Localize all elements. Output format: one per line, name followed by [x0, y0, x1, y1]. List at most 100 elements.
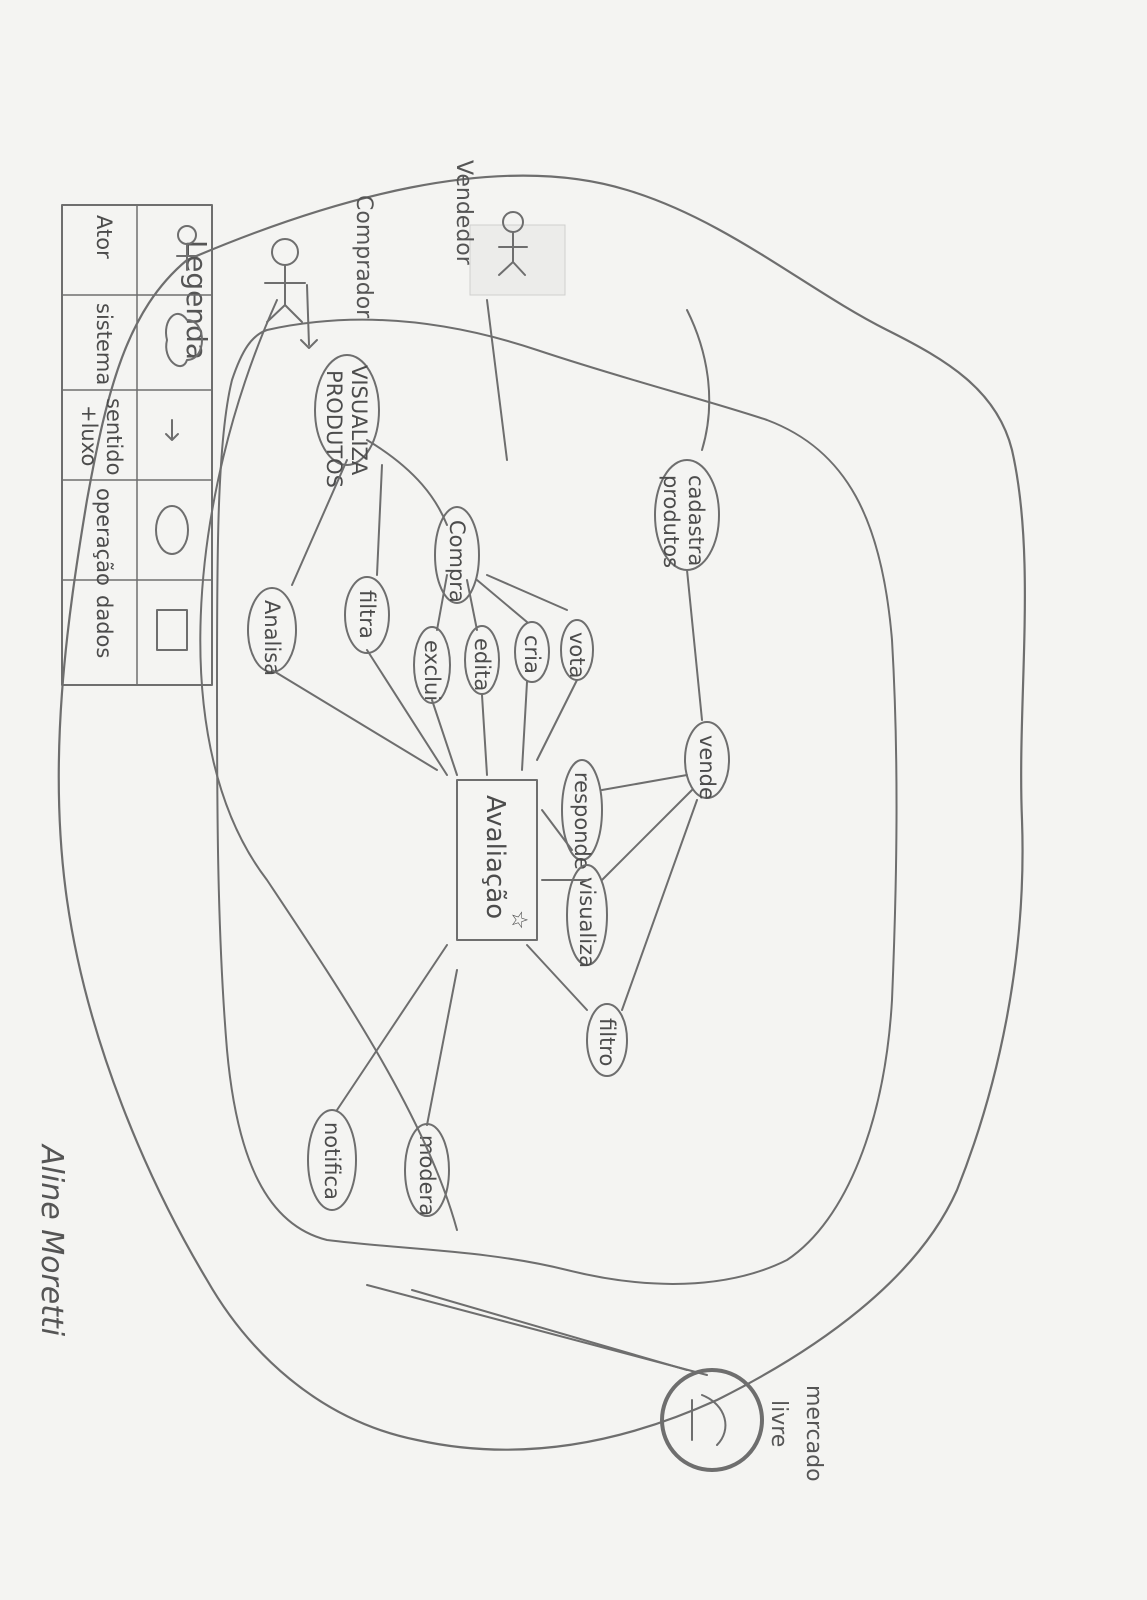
legend-actor-body [176, 243, 198, 271]
op-compra: Compra [434, 506, 480, 604]
legend-title: Legenda [180, 240, 213, 360]
legend-label-sentido: sentido [102, 398, 126, 475]
star-icon: ☆ [506, 910, 531, 930]
op-notifica-label: notifica [320, 1122, 344, 1200]
comprador-body [264, 264, 306, 323]
legend-label-dados: dados [92, 595, 116, 658]
arrow-notifica-avaliacao [336, 944, 448, 1111]
op-analisa-label: Analisa [260, 600, 284, 676]
arrow-system-modera [411, 1289, 688, 1371]
legend-ellipse-icon [155, 505, 189, 555]
op-cadastra-produtos-line2: produtos [659, 475, 683, 568]
op-responde-shape [561, 759, 603, 861]
op-analisa: Analisa [247, 587, 297, 676]
arrow-visualiza-compra [366, 439, 448, 526]
legend-rectangle-icon [156, 609, 188, 651]
arrow-cria-avaliacao [521, 681, 528, 771]
vendedor-sticky-note [469, 224, 566, 296]
inner-system-boundary [216, 318, 898, 1285]
op-visualiza-produtos-line1: VISUALIZA [347, 365, 371, 476]
arrow-responde-avaliacao [541, 809, 573, 851]
op-edita-label: edita [470, 638, 494, 691]
arrow-visualiza-filtra [376, 464, 383, 576]
legend-label-operacao: operação [92, 488, 116, 586]
mercado-livre-system: mercado livre [660, 1368, 826, 1482]
comprador-label: Comprador [351, 195, 376, 319]
legend: Legenda Ator sistema sentido +luxo opera… [61, 204, 213, 686]
legend-label-ator: Ator [92, 215, 116, 259]
op-compra-label: Compra [445, 520, 469, 603]
op-visualiza-shape [566, 864, 608, 966]
arrow-comprador-loop [199, 299, 458, 1231]
op-notifica: notifica [307, 1109, 357, 1211]
system-name-line1: mercado [801, 1385, 826, 1482]
op-compra-shape [434, 506, 480, 604]
op-exclui-label: exclui [420, 640, 444, 701]
signature: Aline Moretti [34, 1143, 69, 1337]
vendedor-body [498, 231, 528, 276]
op-responde: responde [561, 759, 603, 870]
arrow-compra-cria [476, 579, 528, 623]
vendedor-actor: Vendedor [451, 160, 566, 296]
data-avaliacao-box [456, 779, 538, 941]
op-analisa-shape [247, 587, 297, 673]
op-cadastra-produtos-line1: cadastra [684, 475, 708, 566]
arrow-cadastra-vendedor [686, 309, 711, 451]
mercado-livre-logo [660, 1368, 764, 1472]
op-vende-label: vende [695, 735, 719, 800]
arrow-visualiza-analisa [291, 459, 348, 586]
arrow-vende-filtro [621, 799, 698, 1011]
op-responde-label: responde [570, 772, 594, 870]
op-cria: cria [514, 621, 550, 683]
legend-label-fluxo: +luxo [77, 405, 101, 466]
op-filtro-label: filtro [595, 1018, 619, 1066]
op-cria-shape [514, 621, 550, 683]
op-vota-label: vota [565, 632, 589, 678]
data-avaliacao: Avaliação ☆ [456, 779, 538, 941]
legend-cloud-icon [165, 312, 203, 368]
arrow-modera-avaliacao [426, 969, 458, 1126]
outer-system-boundary [57, 174, 1026, 1451]
arrow-comprador-visualiza [306, 284, 310, 346]
op-visualiza-produtos: VISUALIZA PRODUTOS [314, 354, 380, 488]
op-cadastra-produtos: cadastra produtos [654, 459, 720, 571]
flow-arrows [199, 284, 711, 1376]
arrow-vende-responde [601, 774, 688, 791]
op-vende-shape [684, 721, 730, 799]
op-filtra-shape [344, 576, 390, 654]
vendedor-label: Vendedor [451, 160, 476, 266]
arrow-exclui-avaliacao [431, 699, 458, 776]
arrow-compra-vota [486, 574, 568, 611]
arrow-filtra-avaliacao [366, 649, 448, 776]
arrow-vendedor-cadastra [486, 299, 508, 461]
op-cria-label: cria [520, 635, 544, 674]
arrow-vota-avaliacao [536, 679, 578, 761]
op-visualiza-label: visualiza [575, 877, 599, 968]
op-filtro: filtro [586, 1003, 628, 1077]
arrow-filtro-avaliacao [526, 944, 588, 1011]
op-vende: vende [684, 721, 730, 800]
data-avaliacao-label: Avaliação [480, 795, 510, 919]
arrow-compra-edita [466, 579, 478, 631]
arrow-cadastra-vende [686, 569, 703, 721]
comprador-actor: Comprador [264, 195, 376, 323]
arrow-analisa-avaliacao [271, 669, 438, 771]
legend-arrow-icon [165, 419, 179, 441]
op-notifica-shape [307, 1109, 357, 1211]
legend-label-sistema: sistema [92, 303, 116, 385]
system-name-line2: livre [766, 1400, 791, 1447]
op-visualiza: visualiza [566, 864, 608, 968]
arrow-vende-visualiza [601, 789, 693, 881]
arrow-compra-exclui [436, 574, 448, 631]
op-visualiza-produtos-shape [314, 354, 380, 466]
op-filtro-shape [586, 1003, 628, 1077]
op-filtra-label: filtra [355, 590, 379, 639]
handshake-icon [691, 1394, 727, 1446]
op-filtra: filtra [344, 576, 390, 654]
arrow-edita-avaliacao [481, 694, 488, 776]
arrowhead [300, 339, 318, 349]
